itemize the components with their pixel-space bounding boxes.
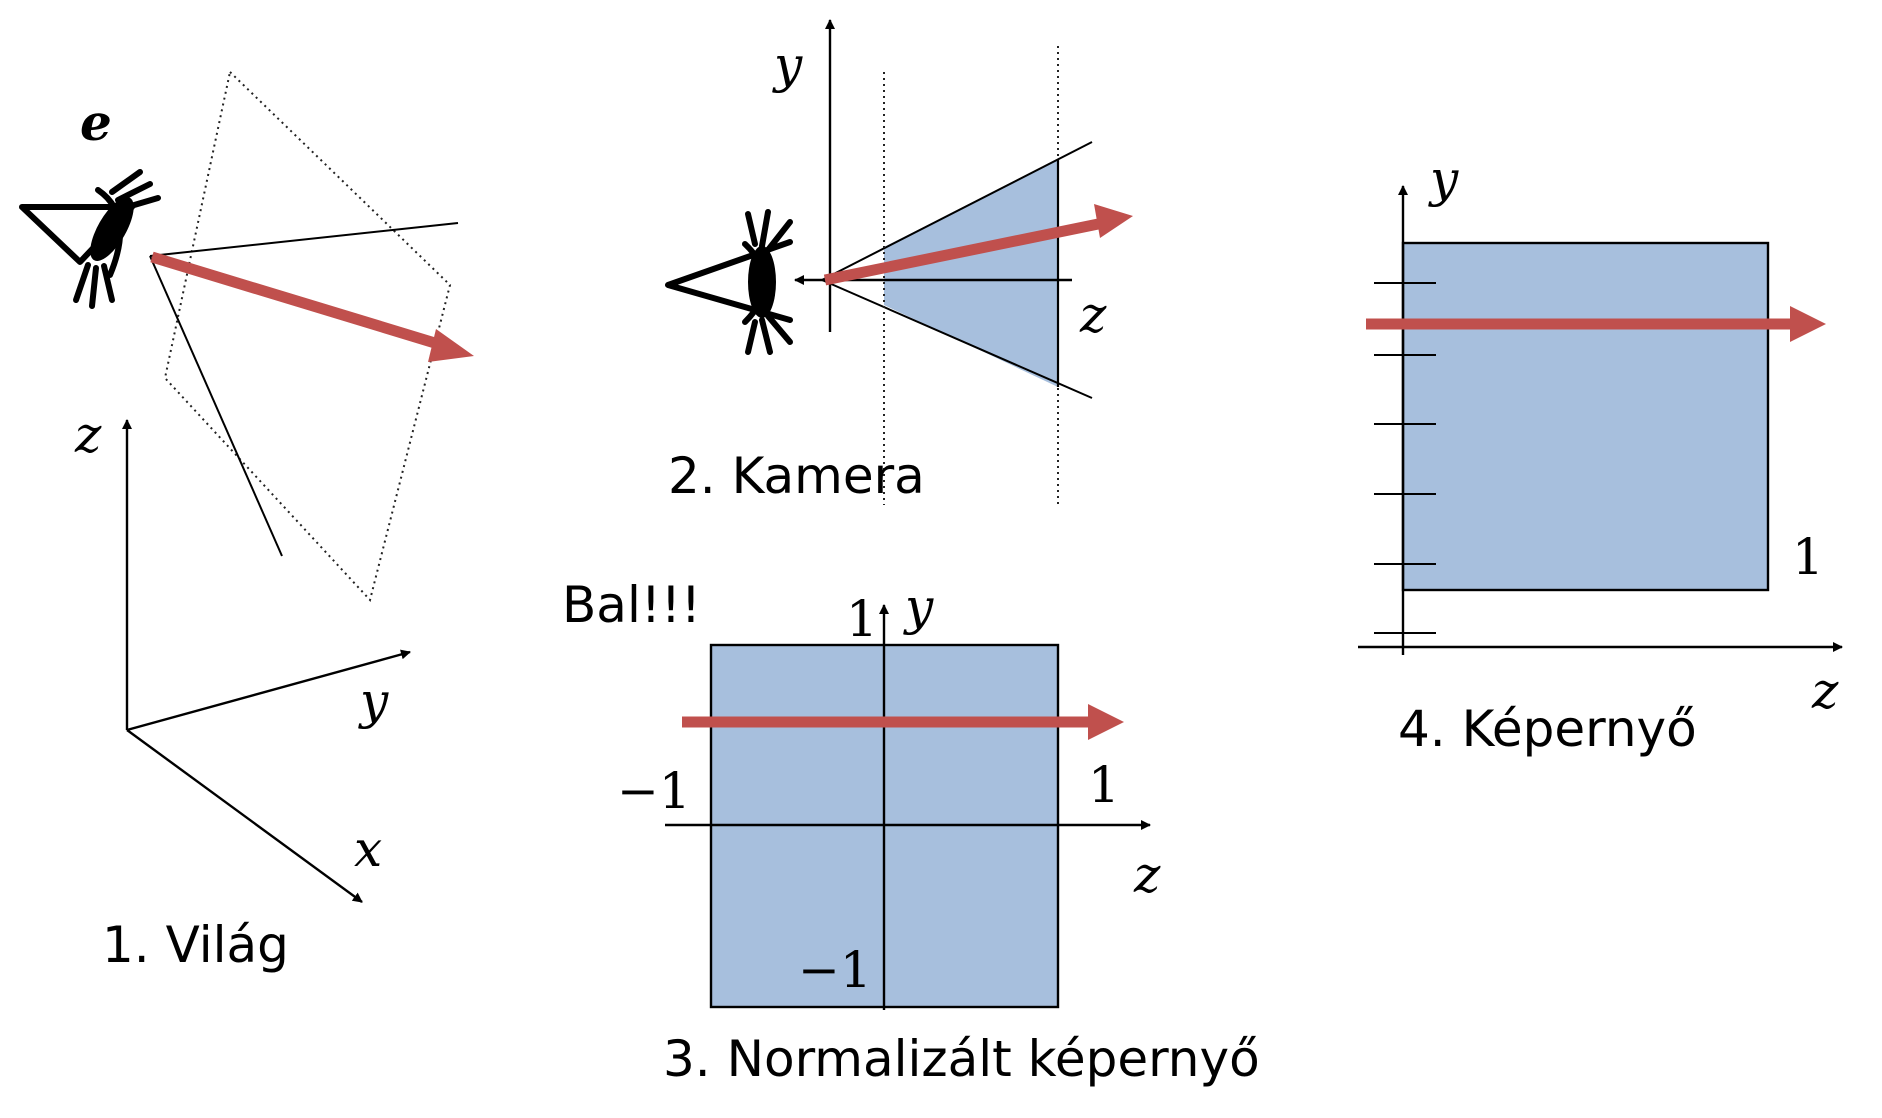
world-y-label: y <box>358 672 389 730</box>
panel-camera: y z 2. Kamera <box>665 19 1133 505</box>
world-z-label: z <box>74 406 102 464</box>
tick-left: −1 <box>617 762 691 820</box>
panel-normalized: Bal!!! y z 1 −1 1 −1 3. Normalizált képe… <box>562 576 1260 1088</box>
screen-rectangle <box>1401 241 1770 592</box>
camera-z-label: z <box>1079 286 1107 344</box>
normalized-y-label: y <box>903 578 934 636</box>
note-left-handed: Bal!!! <box>562 576 701 634</box>
tick-right: 1 <box>1088 756 1120 814</box>
panel-world: e z y x 1. Világ <box>19 70 474 974</box>
panel-screen: y z 1 4. Képernyő <box>1358 150 1843 758</box>
scanline-ticks <box>1374 282 1436 634</box>
ray-arrow <box>682 704 1124 740</box>
normalized-z-label: z <box>1133 846 1161 904</box>
ray-arrow <box>150 251 474 362</box>
caption-camera: 2. Kamera <box>668 447 925 505</box>
world-x-label: x <box>354 820 382 878</box>
eye-icon <box>665 209 793 355</box>
camera-frustum <box>884 160 1058 387</box>
caption-screen: 4. Képernyő <box>1398 700 1697 758</box>
tick-top: 1 <box>846 590 878 648</box>
caption-normalized: 3. Normalizált képernyő <box>663 1030 1260 1088</box>
ray-arrow <box>1366 306 1826 342</box>
camera-frustum-edge-lower <box>821 279 1093 399</box>
tick-bottom: −1 <box>798 941 872 999</box>
world-x-axis <box>126 729 363 903</box>
view-plane <box>163 70 452 603</box>
screen-tick-right: 1 <box>1792 528 1824 586</box>
screen-y-label: y <box>1428 150 1459 208</box>
camera-frustum-edge-upper <box>821 141 1093 281</box>
eye-icon <box>19 169 161 309</box>
caption-world: 1. Világ <box>102 916 289 974</box>
screen-z-label: z <box>1811 662 1839 720</box>
camera-y-label: y <box>772 36 803 94</box>
frustum-edge-lower <box>149 255 283 557</box>
world-y-axis <box>126 649 411 732</box>
eye-label: e <box>80 93 112 152</box>
frustum-edge-upper <box>149 222 459 257</box>
ray-arrow <box>823 204 1133 286</box>
